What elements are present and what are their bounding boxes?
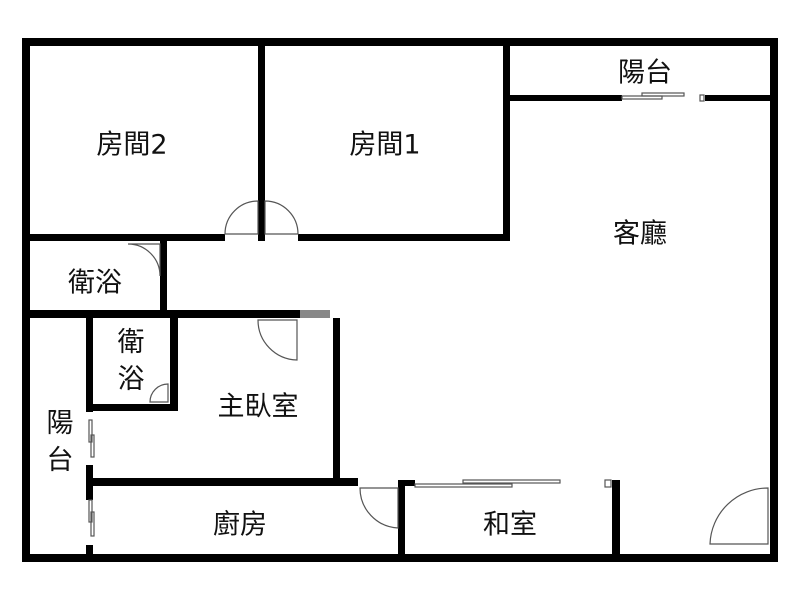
room-label-balcony-left: 陽台	[41, 408, 73, 482]
room-label-bedroom-2: 房間2	[96, 129, 168, 161]
door-bedroom-2[interactable]	[224, 200, 259, 235]
walls	[22, 38, 778, 562]
door-master-bedroom[interactable]	[257, 319, 298, 361]
sliding-door-japanese-room[interactable]	[414, 483, 513, 488]
room-label-living-room: 客廳	[613, 218, 667, 250]
room-label-kitchen: 廚房	[213, 509, 267, 541]
room-label-japanese-room: 和室	[483, 509, 537, 541]
doors[interactable]	[88, 92, 769, 545]
room-label-master-bedroom: 主臥室	[217, 391, 299, 423]
room-label-bathroom-2: 衛浴	[112, 327, 144, 401]
room-label-balcony-top: 陽台	[618, 57, 672, 89]
room-label-bathroom-1: 衛浴	[68, 267, 122, 299]
door-bathroom-1[interactable]	[127, 243, 161, 277]
wall-gap	[300, 310, 330, 318]
door-bedroom-1[interactable]	[264, 200, 299, 235]
main-entry-door[interactable]	[709, 487, 769, 545]
room-label-bedroom-1: 房間1	[349, 129, 421, 161]
door-kitchen[interactable]	[359, 487, 399, 529]
door-bathroom-2[interactable]	[149, 383, 169, 403]
